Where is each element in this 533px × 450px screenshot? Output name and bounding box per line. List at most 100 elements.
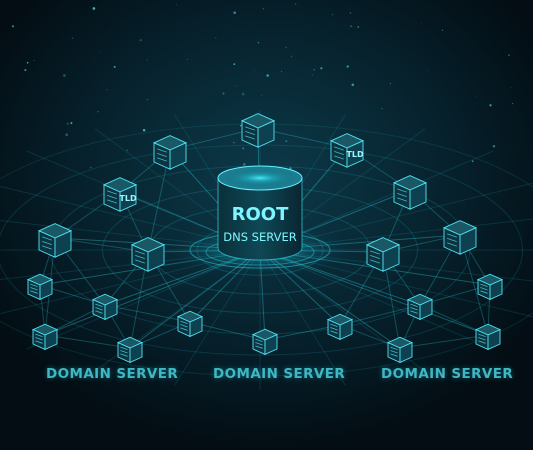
cube-slot	[107, 190, 117, 195]
star	[63, 74, 66, 77]
cube-slot	[30, 287, 38, 291]
star	[26, 61, 29, 64]
cube-slot	[480, 283, 488, 287]
cube-right-face	[409, 182, 427, 210]
cube-slot	[157, 148, 167, 153]
cube-slot	[157, 152, 167, 157]
mesh-link	[399, 334, 489, 349]
cube-slot	[447, 242, 457, 247]
star	[106, 89, 108, 91]
cube-slot	[180, 324, 188, 328]
cube-slot	[135, 259, 145, 264]
star	[233, 141, 235, 144]
cube-right-face	[489, 278, 503, 301]
star	[33, 59, 35, 62]
cube-slot	[255, 338, 263, 342]
cube-slot	[390, 346, 398, 350]
cube-slot	[478, 340, 486, 344]
star	[187, 59, 188, 60]
root-subtitle: DNS SERVER	[223, 230, 296, 244]
star	[489, 104, 492, 107]
star	[350, 25, 353, 28]
star	[420, 22, 422, 24]
tld-server-cube-icon	[442, 220, 478, 255]
cube-slot	[334, 150, 344, 155]
cube-right-face	[399, 341, 413, 364]
star-field	[11, 3, 514, 170]
tld-server-cube-icon	[240, 113, 276, 148]
cube-slot	[120, 346, 128, 350]
star	[381, 108, 383, 110]
cube-slot	[30, 283, 38, 287]
star	[233, 11, 237, 15]
domain-server-label-center: DOMAIN SERVER	[213, 366, 346, 382]
star	[233, 63, 236, 65]
cube-slot	[480, 287, 488, 291]
cube-slot	[35, 333, 43, 337]
cube-slot	[255, 345, 263, 349]
mesh-link	[44, 334, 131, 349]
star	[241, 92, 245, 96]
cube-slot	[397, 188, 407, 193]
domain-server-cube-icon	[116, 336, 144, 364]
cube-right-face	[382, 244, 400, 272]
star	[285, 46, 287, 49]
cube-slot	[95, 310, 103, 314]
star	[260, 94, 262, 96]
cube-slot	[42, 236, 52, 241]
domain-server-cube-icon	[326, 313, 354, 341]
cube-slot	[95, 303, 103, 307]
cube-slot	[135, 250, 145, 255]
cube-right-face	[339, 318, 353, 341]
domain-server-cube-icon	[251, 328, 279, 356]
cube-slot	[245, 135, 255, 140]
cube-slot	[245, 126, 255, 131]
cube-right-face	[459, 227, 477, 255]
star	[511, 102, 514, 105]
star	[441, 29, 444, 31]
star	[235, 85, 237, 87]
star	[98, 51, 100, 53]
star	[266, 74, 269, 77]
cube-slot	[397, 197, 407, 202]
cube-right-face	[169, 142, 187, 170]
star	[142, 129, 146, 132]
cube-right-face	[104, 298, 118, 321]
cube-right-face	[419, 298, 433, 321]
domain-server-cube-icon	[406, 293, 434, 321]
mesh-link	[264, 324, 341, 341]
cube-right-face	[54, 230, 72, 258]
star	[508, 54, 510, 56]
cube-slot	[42, 240, 52, 245]
star	[66, 122, 70, 126]
tld-label: TLD	[119, 194, 137, 203]
star	[289, 167, 292, 170]
cube-slot	[30, 290, 38, 294]
cube-slot	[42, 245, 52, 250]
cube-slot	[370, 254, 380, 259]
star	[146, 99, 148, 100]
star	[126, 149, 129, 152]
star	[40, 149, 42, 151]
cube-slot	[120, 350, 128, 354]
cube-slot	[255, 342, 263, 346]
star	[243, 163, 246, 166]
root-top-light	[222, 169, 298, 187]
star	[65, 133, 68, 137]
star	[24, 69, 27, 72]
star	[320, 67, 323, 70]
star	[222, 92, 225, 95]
star	[70, 122, 73, 125]
cube-slot	[120, 353, 128, 357]
domain-server-cube-icon	[476, 273, 504, 301]
tld-server-cube-icon: TLD	[102, 177, 138, 212]
star	[357, 25, 360, 28]
cube-slot	[330, 327, 338, 331]
star	[146, 59, 148, 61]
star	[351, 83, 355, 87]
domain-server-cube-icon	[176, 310, 204, 338]
star	[285, 139, 288, 143]
